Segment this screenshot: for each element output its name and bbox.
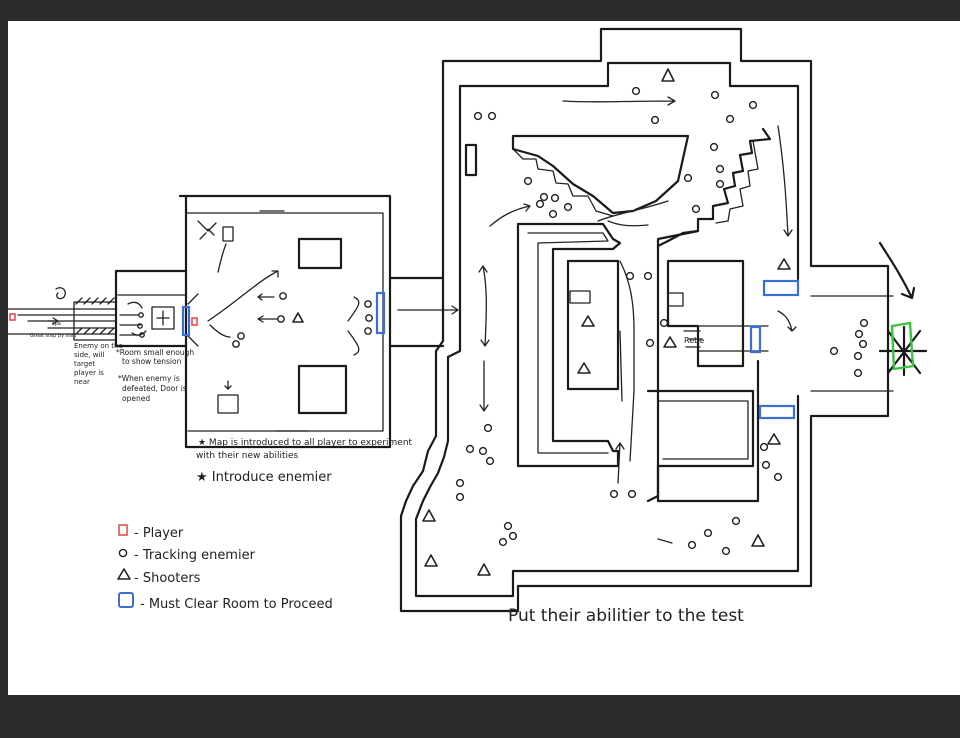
legend-player-swatch	[119, 525, 127, 535]
legend-player-label: - Player	[134, 526, 184, 541]
corridor-intro-to-maze	[390, 278, 443, 346]
legend: - Player - Tracking enemier - Shooters -…	[118, 525, 333, 612]
door-maze-upper	[764, 281, 798, 295]
player-marker-room	[192, 318, 197, 325]
level-map-sketch: Enemy on the side, will target player is…	[8, 21, 960, 695]
note-start-small-b: Great step by step	[30, 333, 76, 339]
tracking-enemy	[238, 333, 244, 339]
note-test-abilities: Put their abilitier to the test	[508, 606, 744, 626]
sketch-canvas: Enemy on the side, will target player is…	[8, 21, 960, 695]
note-room-small: *Room small enough to show tension	[116, 348, 196, 366]
legend-shooter-label: - Shooters	[134, 571, 201, 586]
pillar	[466, 145, 476, 175]
note-map-intro: ★ Map is introduced to all player to exp…	[196, 438, 415, 461]
legend-door-label: - Must Clear Room to Proceed	[140, 597, 333, 612]
tracking-enemy	[280, 293, 286, 299]
intro-room	[180, 196, 390, 447]
door-maze-lower	[760, 406, 794, 418]
legend-tracking-label: - Tracking enemier	[134, 548, 256, 563]
note-introduce-enemies: ★ Introduce enemier	[196, 470, 332, 485]
tracking-enemy	[233, 341, 239, 347]
note-mid-label: Rebe	[684, 336, 704, 345]
intro-room-enemies	[233, 293, 372, 347]
maze-shooters	[423, 69, 790, 575]
legend-door-swatch	[119, 593, 133, 607]
player-marker-start	[10, 314, 15, 320]
door-intro-east	[377, 293, 384, 333]
door-maze-middle	[751, 327, 760, 352]
note-start-small-a: spa	[52, 321, 61, 327]
tracking-enemy	[365, 301, 371, 307]
tracking-enemy	[365, 328, 371, 334]
tracking-enemy	[366, 315, 372, 321]
tracking-enemy	[278, 316, 284, 322]
shooter-enemy	[293, 313, 303, 322]
anteroom	[116, 271, 186, 346]
legend-shooter-swatch	[118, 569, 130, 579]
legend-tracking-swatch	[119, 549, 126, 556]
note-door: *When enemy is defeated, Door is opened	[118, 374, 189, 403]
